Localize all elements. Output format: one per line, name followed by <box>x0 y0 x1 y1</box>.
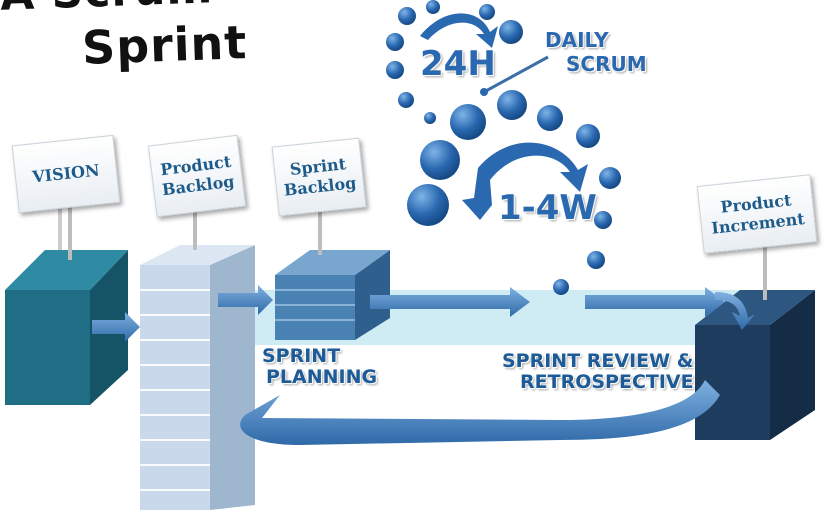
daily-scrum-label-2: SCRUM <box>566 52 647 76</box>
product-backlog-sign: Product Backlog <box>147 134 247 218</box>
daily-cycle-bubbles <box>386 0 523 124</box>
arrow-return-loop <box>240 380 720 445</box>
title-line-2: Sprint <box>81 15 249 75</box>
clock-hand <box>483 55 549 94</box>
sprint-review-label-2: RETROSPECTIVE <box>520 371 694 393</box>
sprint-review-label-1: SPRINT REVIEW & <box>502 350 694 372</box>
sprint-cycle-arrow <box>462 142 588 220</box>
product-increment-cube <box>695 290 815 440</box>
sprint-backlog-stack <box>275 250 390 340</box>
product-increment-sign: Product Increment <box>696 174 818 254</box>
sprint-cycle-label: 1-4W <box>498 188 597 228</box>
sprint-planning-label-1: SPRINT <box>262 345 341 367</box>
product-increment-sign-text: Product Increment <box>710 190 806 238</box>
product-backlog-sign-text: Product Backlog <box>159 151 236 200</box>
sprint-planning-label-2: PLANNING <box>266 366 378 388</box>
sprint-cycle-bubbles <box>407 90 621 295</box>
daily-cycle-label: 24H <box>420 44 496 84</box>
product-backlog-stack <box>140 245 255 510</box>
sprint-backlog-sign-text: Sprint Backlog <box>282 154 358 200</box>
arrow-backlog-to-sprint <box>218 285 273 315</box>
arrow-vision-to-backlog <box>92 312 140 342</box>
arrow-curl-down <box>715 292 755 330</box>
arrow-to-increment <box>585 287 725 317</box>
arrow-sprint-forward <box>370 287 530 317</box>
vision-cube <box>5 150 128 405</box>
daily-scrum-label-1: DAILY <box>545 28 609 52</box>
daily-cycle-arrow <box>420 13 498 49</box>
vision-sign-text: VISION <box>31 160 101 187</box>
flow-arrows <box>92 285 755 445</box>
vision-sign: VISION <box>11 134 121 214</box>
sprint-backlog-sign: Sprint Backlog <box>271 137 367 217</box>
